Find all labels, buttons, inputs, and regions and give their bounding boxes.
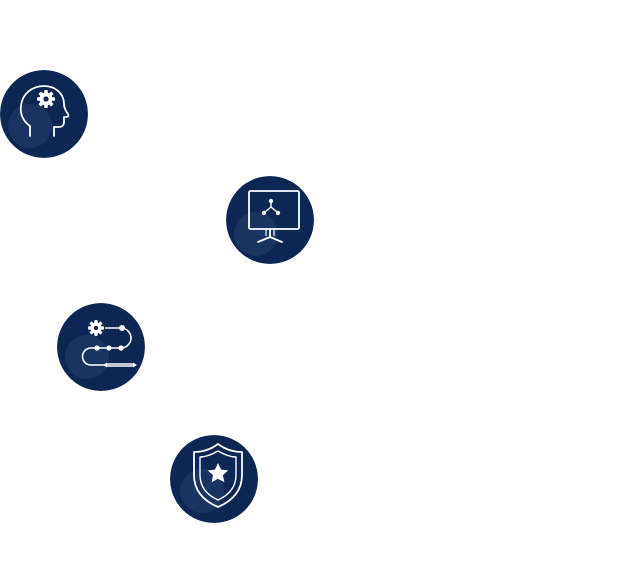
process-badge [57, 303, 145, 391]
ai-badge [0, 70, 88, 158]
shield-star-icon [170, 435, 258, 523]
process-flow-icon [57, 303, 145, 391]
shield-badge [170, 435, 258, 523]
monitor-badge [226, 176, 314, 264]
head-gear-icon [0, 70, 88, 158]
monitor-network-icon [226, 176, 314, 264]
